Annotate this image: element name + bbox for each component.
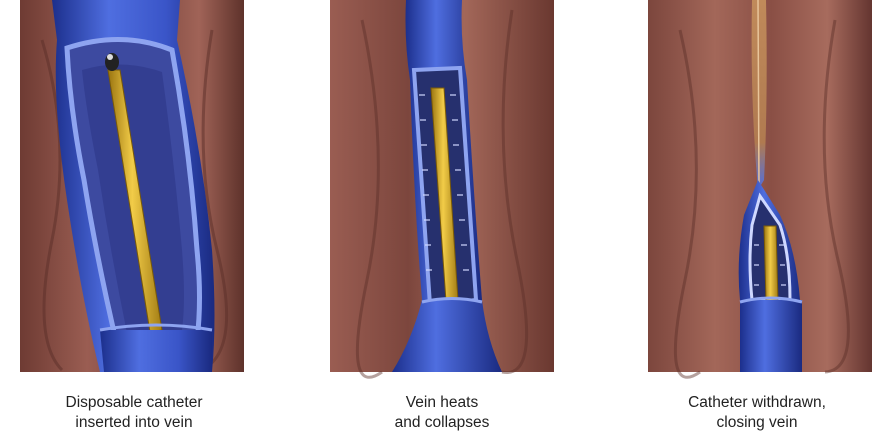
step-3-caption: Catheter withdrawn, closing vein bbox=[627, 393, 887, 433]
step-1-caption-line-2: inserted into vein bbox=[4, 413, 264, 433]
step-1-caption-line-1: Disposable catheter bbox=[4, 393, 264, 413]
step-3-illustration bbox=[640, 0, 880, 380]
step-2-caption-line-2: and collapses bbox=[312, 413, 572, 433]
step-1-caption: Disposable catheter inserted into vein bbox=[4, 393, 264, 433]
step-3-caption-line-1: Catheter withdrawn, bbox=[627, 393, 887, 413]
step-2-caption: Vein heats and collapses bbox=[312, 393, 572, 433]
step-2-caption-line-1: Vein heats bbox=[312, 393, 572, 413]
catheter bbox=[764, 226, 778, 302]
step-2-illustration bbox=[322, 0, 562, 380]
step-3-caption-line-2: closing vein bbox=[627, 413, 887, 433]
step-1-illustration bbox=[12, 0, 252, 380]
